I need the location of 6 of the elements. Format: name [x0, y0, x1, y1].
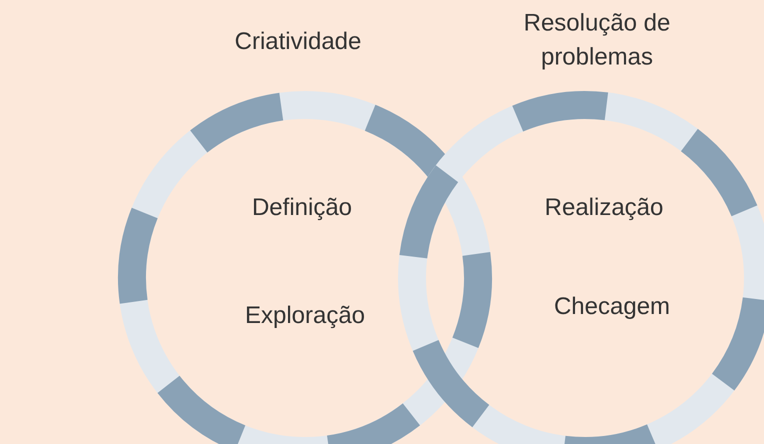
circle-item-label: Checagem — [554, 292, 670, 322]
circle-item-label: Exploração — [244, 301, 366, 332]
circle-title: Resolução de problemas — [522, 8, 672, 72]
circle-item-label: Definição — [252, 193, 352, 224]
circle-item-label: Realização — [544, 193, 664, 224]
circle-title: Criatividade — [234, 27, 362, 58]
